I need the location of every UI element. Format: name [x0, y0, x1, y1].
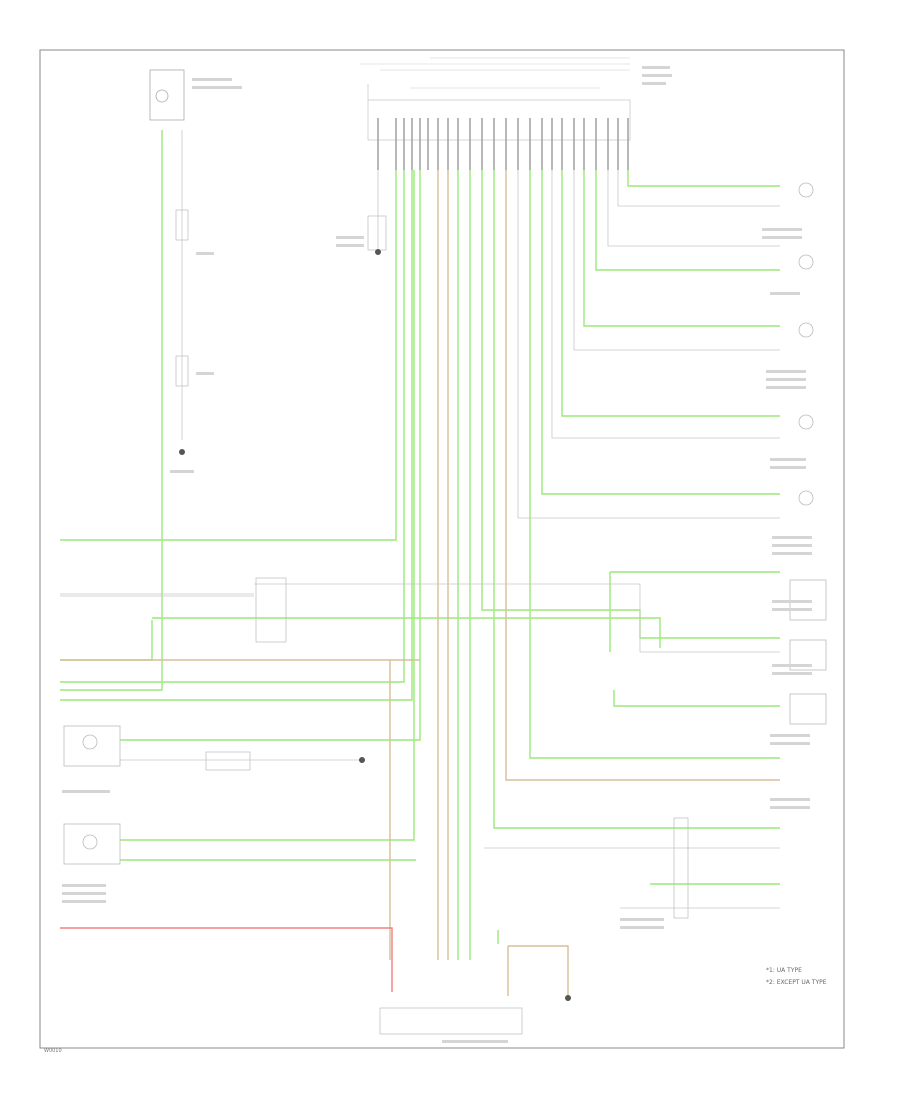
diagram-frame [39, 49, 845, 1049]
legend-line-1: *1: UA TYPE [766, 967, 802, 974]
left-bottom-sensor-symbols [63, 725, 121, 865]
diagram-code-label: W0010 [44, 1048, 62, 1054]
left-speed-sensor-icon [149, 69, 185, 121]
ground-symbol-middle [205, 751, 365, 771]
red-wire [60, 927, 393, 992]
junction-right-bottom [673, 817, 689, 919]
right-sensor-symbols [789, 182, 827, 725]
ground-symbol-top [367, 215, 387, 255]
ecu-connector-top [360, 57, 631, 141]
left-junction-connectors [175, 209, 189, 455]
tan-wires [60, 170, 780, 996]
grey-wires [60, 130, 780, 909]
bottom-connector-block [379, 995, 571, 1035]
green-wires [60, 130, 780, 960]
junction-block-middle [255, 577, 287, 643]
ecu-pin-stubs [377, 118, 629, 170]
legend-line-2: *2: EXCEPT UA TYPE [766, 979, 827, 986]
faint-labels [62, 66, 812, 1043]
